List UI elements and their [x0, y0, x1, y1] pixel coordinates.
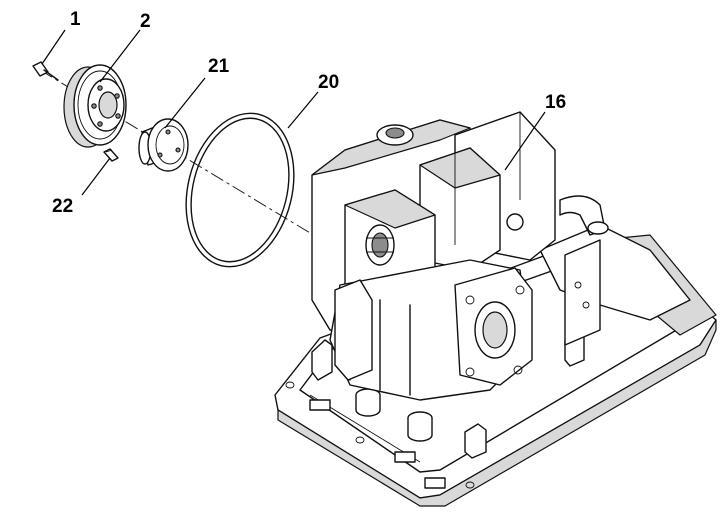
leader-20	[287, 91, 319, 129]
engine-assembly	[311, 111, 556, 401]
set-screw	[103, 148, 119, 162]
leader-2	[99, 29, 141, 83]
rear-frame	[539, 195, 691, 346]
bolt	[32, 61, 59, 81]
callout-1: 1	[70, 9, 81, 30]
clutch-pulley	[63, 64, 127, 148]
callout-22: 22	[52, 196, 73, 217]
callout-21: 21	[208, 56, 230, 77]
callout-2: 2	[140, 11, 151, 32]
leader-1	[41, 29, 66, 65]
leader-16	[504, 111, 546, 171]
leader-22	[81, 157, 111, 196]
v-belt	[185, 112, 295, 268]
flange-hub	[138, 118, 189, 172]
callout-20: 20	[318, 72, 339, 93]
leader-21	[164, 77, 206, 129]
callout-16: 16	[545, 92, 566, 113]
